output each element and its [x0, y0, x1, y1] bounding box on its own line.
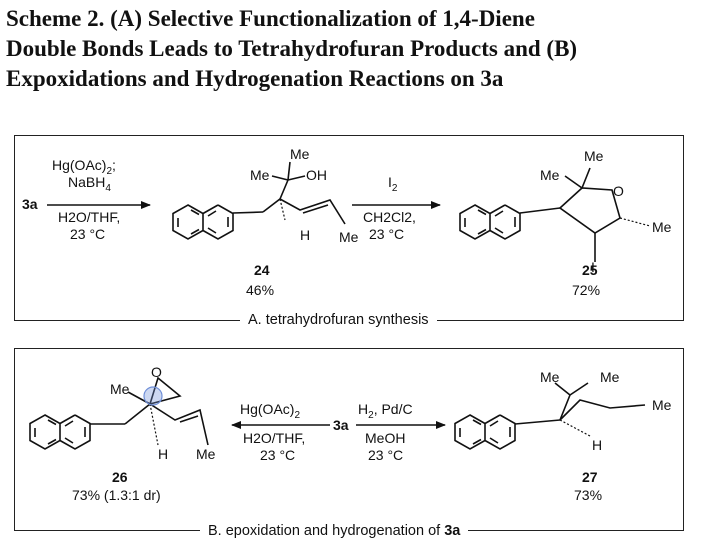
c24-oh: OH — [306, 167, 327, 183]
c25-me-right: Me — [652, 219, 672, 235]
c26-me-right: Me — [196, 446, 216, 462]
a-step2-below1: CH2Cl2, — [363, 209, 416, 225]
c24-me-top: Me — [290, 146, 310, 162]
c26-o: O — [151, 364, 162, 380]
a-start-label: 3a — [22, 196, 38, 212]
panel-b-caption-bold: 3a — [444, 523, 461, 539]
b-right-below1: MeOH — [365, 430, 405, 446]
c27-yield: 73% — [574, 487, 602, 503]
c27-me-top: Me — [600, 369, 620, 385]
b-left-above: Hg(OAc)2 — [240, 401, 300, 421]
a-step1-line1: Hg(OAc)2; — [52, 157, 116, 177]
c24-number: 24 — [254, 262, 270, 278]
b-left-below2: 23 °C — [260, 447, 295, 463]
c24-yield: 46% — [246, 282, 274, 298]
panel-b-caption: B. epoxidation and hydrogenation of 3a — [200, 523, 469, 539]
c26-yield: 73% (1.3:1 dr) — [72, 487, 161, 503]
c25-o: O — [613, 183, 624, 199]
c27-number: 27 — [582, 469, 598, 485]
c27-me-left: Me — [540, 369, 560, 385]
c25-i: I — [591, 259, 595, 275]
a-step1-line4: 23 °C — [70, 226, 105, 242]
c25-yield: 72% — [572, 282, 600, 298]
c26-h: H — [158, 446, 168, 462]
c24-h: H — [300, 227, 310, 243]
b-left-below1: H2O/THF, — [243, 430, 305, 446]
c26-number: 26 — [112, 469, 128, 485]
title-line-1: Scheme 2. (A) Selective Functionalizatio… — [6, 6, 535, 31]
b-right-below2: 23 °C — [368, 447, 403, 463]
title-line-3: Expoxidations and Hydrogenation Reaction… — [6, 66, 504, 91]
title-line-2: Double Bonds Leads to Tetrahydrofuran Pr… — [6, 36, 578, 61]
compound-27-structure — [454, 382, 646, 450]
c25-number: 25 — [582, 262, 598, 278]
c25-me-left: Me — [540, 167, 560, 183]
highlight-circle — [143, 386, 163, 406]
scheme-title: Scheme 2. (A) Selective Functionalizatio… — [6, 4, 696, 94]
a-step1-line2: NaBH4 — [68, 174, 111, 194]
c24-me-left: Me — [250, 167, 270, 183]
c27-me-right: Me — [652, 397, 672, 413]
c27-h: H — [592, 437, 602, 453]
a-step2-below2: 23 °C — [369, 226, 404, 242]
a-step2-above: I2 — [388, 174, 398, 194]
compound-25-structure — [459, 167, 651, 262]
b-right-above: H2, Pd/C — [358, 401, 413, 421]
c25-me-top: Me — [584, 148, 604, 164]
c24-me-right: Me — [339, 229, 359, 245]
panel-b-caption-text: B. epoxidation and hydrogenation of — [208, 523, 445, 539]
a-step1-line3: H2O/THF, — [58, 209, 120, 225]
c26-me-left: Me — [110, 381, 130, 397]
b-center-label: 3a — [333, 417, 349, 433]
panel-a-caption: A. tetrahydrofuran synthesis — [240, 312, 437, 328]
compound-24-structure — [172, 161, 346, 240]
